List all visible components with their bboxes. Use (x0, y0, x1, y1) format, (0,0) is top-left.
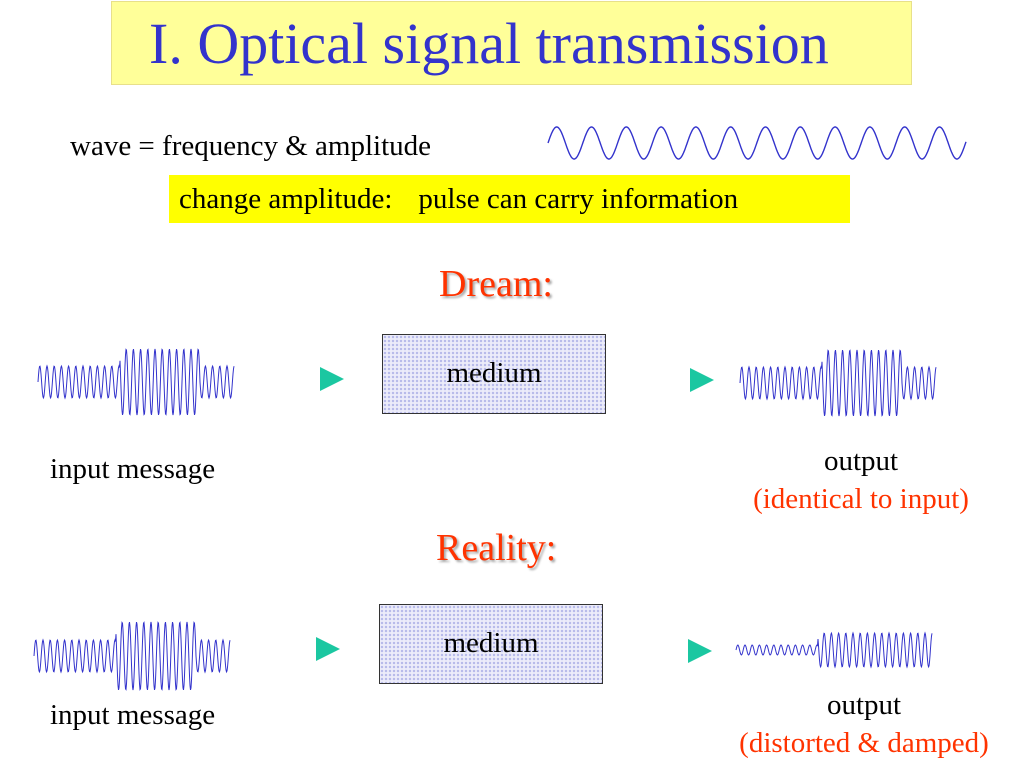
reality-output-note: (distorted & damped) (739, 727, 989, 759)
reality-output-wave-icon (735, 631, 933, 669)
dream-output-wave-icon (739, 349, 937, 417)
wave-definition-text: wave = frequency & amplitude (70, 130, 431, 162)
reality-output-label: output (826, 689, 902, 721)
reality-output-caption: output (distorted & damped) (712, 686, 1016, 762)
reality-heading: Reality: (436, 527, 557, 569)
dream-heading: Dream: (439, 263, 553, 305)
amplitude-highlight: change amplitude: pulse can carry informa… (169, 175, 850, 223)
reality-input-arrow-icon (248, 637, 340, 661)
dream-input-wave-icon (37, 348, 235, 416)
highlight-part-2: pulse can carry information (418, 183, 739, 215)
slide-title: I. Optical signal transmission (149, 11, 829, 76)
dream-medium-box: medium (382, 334, 606, 414)
dream-output-note: (identical to input) (753, 483, 969, 515)
reality-input-wave-icon (33, 621, 231, 691)
reality-output-arrow-icon (620, 639, 712, 663)
reality-medium-label: medium (443, 627, 539, 659)
reality-input-label: input message (50, 699, 216, 731)
carrier-wave-icon (547, 126, 967, 160)
highlight-part-1: change amplitude: (179, 183, 393, 215)
dream-output-caption: output (identical to input) (732, 442, 990, 518)
title-banner: I. Optical signal transmission (111, 1, 912, 85)
dream-output-arrow-icon (622, 368, 714, 392)
dream-input-label: input message (50, 453, 216, 485)
dream-input-arrow-icon (252, 367, 344, 391)
dream-medium-label: medium (446, 357, 542, 389)
dream-output-label: output (823, 445, 899, 477)
reality-medium-box: medium (379, 604, 603, 684)
